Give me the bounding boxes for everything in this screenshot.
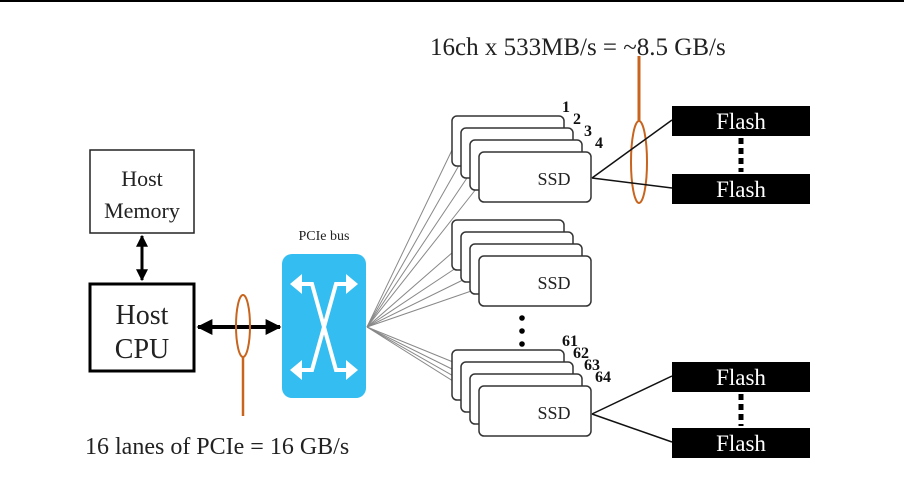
- ssd-number-label: 3: [584, 123, 592, 140]
- pcie-link-line: [366, 287, 481, 328]
- pcie-link-line: [366, 275, 472, 328]
- flash-chip: [672, 106, 810, 136]
- flash-channel-line: [591, 413, 673, 443]
- flash-chip: [672, 362, 810, 392]
- pcie-switch: [282, 254, 366, 398]
- host-memory-line1: Host: [121, 166, 163, 191]
- ssd-label: SSD: [537, 273, 570, 293]
- pcie-bandwidth-label: 16 lanes of PCIe = 16 GB/s: [85, 434, 349, 460]
- flash-channel-line: [591, 119, 673, 179]
- ssd-number-label: 64: [595, 369, 611, 386]
- ssd-number-label: 61: [562, 333, 578, 350]
- ssd-card: [478, 255, 592, 307]
- ssd-stack-2: SSD: [451, 219, 592, 307]
- ssd-ellipsis: [519, 315, 525, 347]
- host-cpu-box: Host CPU: [88, 282, 196, 373]
- pcie-link-line: [366, 263, 463, 328]
- ssd-card: [478, 151, 592, 203]
- flash-chip: [672, 174, 810, 204]
- host-cpu-line1: Host: [116, 300, 169, 331]
- switch-cross-arrows-icon: [296, 282, 352, 372]
- flash-channel-line: [591, 375, 673, 415]
- flash-label: Flash: [716, 109, 766, 134]
- pcie-link-line: [366, 183, 481, 328]
- pcie-link-line: [366, 147, 454, 328]
- pcie-link-line: [366, 326, 454, 363]
- pcie-link-line: [366, 326, 463, 375]
- pcie-lanes-loop-icon: [235, 294, 251, 416]
- flash-chip: [672, 428, 810, 458]
- channel-bandwidth-label: 16ch x 533MB/s = ~8.5 GB/s: [430, 34, 726, 61]
- pcie-link-line: [366, 251, 454, 328]
- pcie-bus-label: PCIe bus: [299, 229, 350, 244]
- ssd-number-label: 1: [562, 99, 570, 116]
- host-memory-line2: Memory: [104, 198, 180, 223]
- flash-label: Flash: [716, 431, 766, 456]
- ssd-card: [478, 385, 592, 437]
- host-memory-box: Host Memory: [89, 149, 195, 234]
- pcie-link-line: [366, 171, 472, 328]
- pcie-link-line: [366, 159, 463, 328]
- flash-label: Flash: [716, 177, 766, 202]
- ssd-number-label: 63: [584, 357, 600, 374]
- flash-label: Flash: [716, 365, 766, 390]
- flash-channel-loop-icon: [630, 56, 648, 204]
- flash-channel-line: [591, 177, 673, 189]
- ssd-number-label: 2: [573, 111, 581, 128]
- ssd-label: SSD: [537, 403, 570, 423]
- ssd-label: SSD: [537, 169, 570, 189]
- ssd-number-label: 4: [595, 135, 603, 152]
- ssd-number-label: 62: [573, 345, 589, 362]
- host-cpu-line2: CPU: [115, 334, 169, 365]
- top-border: [0, 0, 904, 2]
